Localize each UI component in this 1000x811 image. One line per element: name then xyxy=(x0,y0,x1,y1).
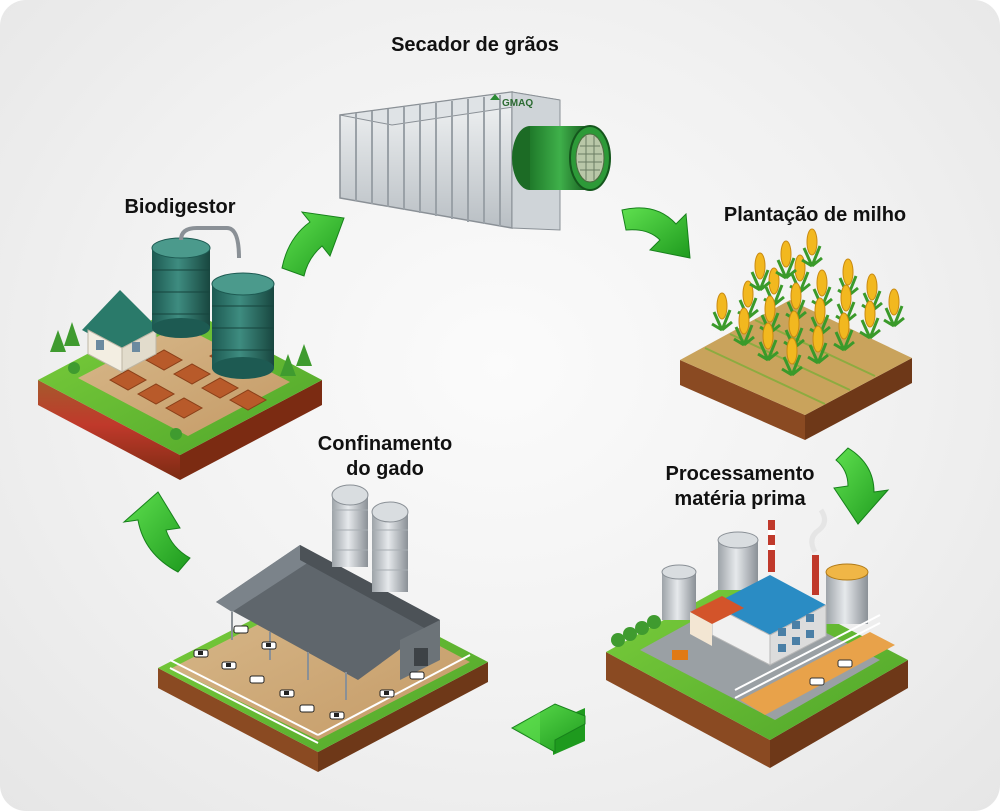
label-processing-line2: matéria prima xyxy=(674,488,806,510)
label-biodigester: Biodigestor xyxy=(110,195,250,220)
label-biodigester-text: Biodigestor xyxy=(124,196,236,218)
arrow-dryer-to-corn xyxy=(621,207,691,259)
grain-dryer xyxy=(339,91,611,231)
arrow-cattle-to-biodigester xyxy=(122,491,191,573)
dryer-brand-logo: GMAQ xyxy=(502,98,533,109)
arrow-biodigester-to-dryer xyxy=(281,211,345,277)
processing-plant xyxy=(606,508,908,768)
label-processing: Processamento matéria prima xyxy=(650,462,830,512)
label-cattle-line1: Confinamento xyxy=(317,433,453,455)
cattle-feedlot xyxy=(158,484,488,772)
biodigester xyxy=(38,226,322,480)
label-processing-line1: Processamento xyxy=(665,463,815,485)
label-cattle-feedlot: Confinamento do gado xyxy=(300,432,470,482)
label-grain-dryer: Secador de grãos xyxy=(380,33,570,58)
corn-field xyxy=(0,0,912,440)
arrow-processing-to-cattle xyxy=(510,703,586,755)
label-grain-dryer-text: Secador de grãos xyxy=(391,34,559,56)
label-corn-field-text: Plantação de milho xyxy=(723,204,907,226)
label-cattle-line2: do gado xyxy=(346,458,424,480)
label-corn-field: Plantação de milho xyxy=(710,203,920,228)
arrow-corn-to-processing xyxy=(833,447,890,525)
cycle-arrows xyxy=(122,207,890,755)
